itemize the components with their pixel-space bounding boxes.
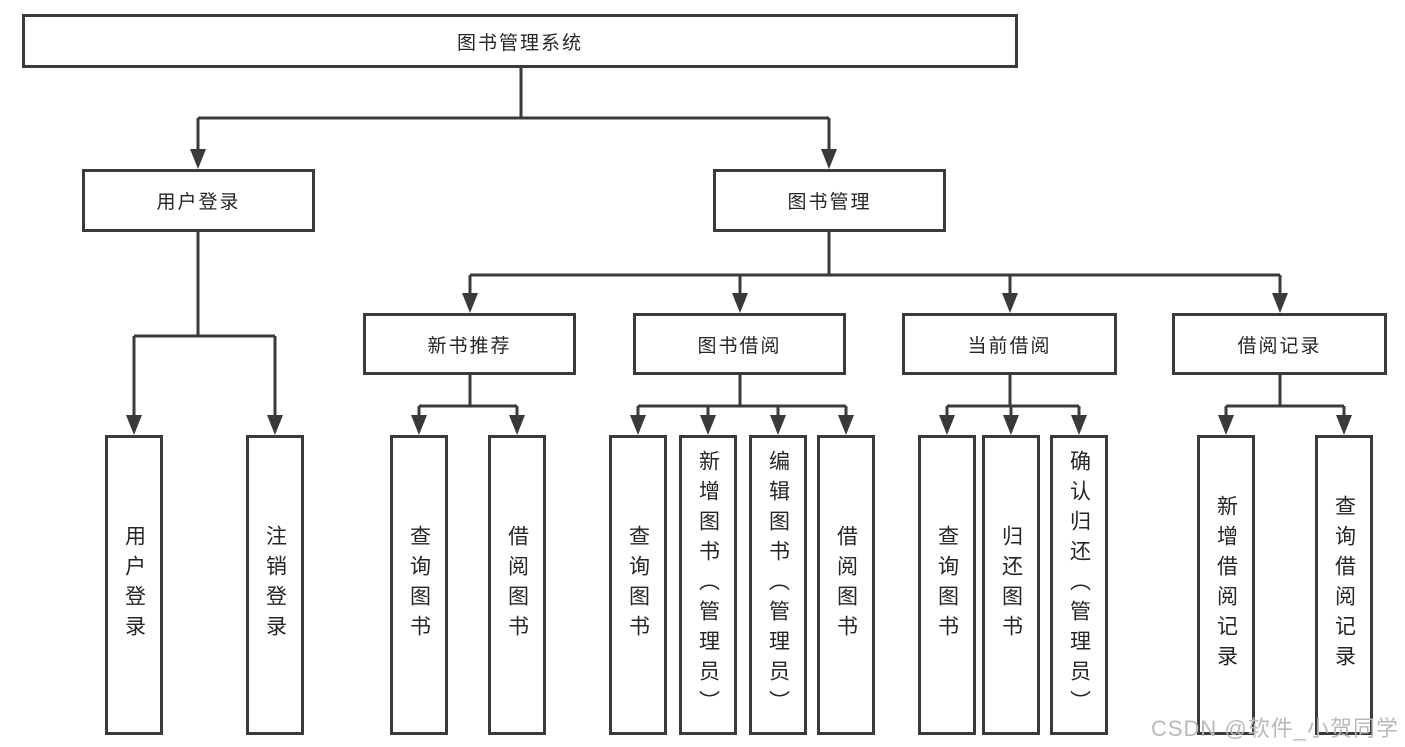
leaf-query-books-current: 查询图书	[918, 435, 976, 735]
node-label: 新增图书（管理员）	[696, 450, 720, 720]
leaf-logout: 注销登录	[246, 435, 304, 735]
node-label: 新增借阅记录	[1214, 495, 1238, 675]
node-book-management: 图书管理	[713, 169, 946, 232]
node-label: 用户登录	[122, 525, 146, 645]
node-label: 借阅记录	[1237, 335, 1322, 357]
node-label: 新书推荐	[427, 335, 512, 357]
node-library-management-system: 图书管理系统	[22, 14, 1018, 68]
node-label: 查询图书	[935, 525, 959, 645]
leaf-borrow-books-borrowing: 借阅图书	[817, 435, 875, 735]
node-label: 当前借阅	[967, 335, 1052, 357]
node-label: 图书借阅	[697, 335, 782, 357]
node-user-login: 用户登录	[82, 169, 315, 232]
leaf-return-books: 归还图书	[982, 435, 1040, 735]
node-label: 归还图书	[999, 525, 1023, 645]
node-label: 查询图书	[407, 525, 431, 645]
leaf-query-borrow-record: 查询借阅记录	[1315, 435, 1373, 735]
node-borrowing-records: 借阅记录	[1172, 313, 1387, 375]
node-label: 借阅图书	[834, 525, 858, 645]
node-current-borrowing: 当前借阅	[902, 313, 1117, 375]
node-book-borrowing: 图书借阅	[633, 313, 846, 375]
node-label: 编辑图书（管理员）	[766, 450, 790, 720]
node-label: 注销登录	[263, 525, 287, 645]
node-label: 借阅图书	[505, 525, 529, 645]
node-label: 用户登录	[156, 192, 241, 213]
csdn-watermark: CSDN @软件_小贺同学	[1150, 716, 1399, 741]
leaf-borrow-books-recommend: 借阅图书	[488, 435, 546, 735]
node-label: 图书管理	[787, 192, 872, 213]
leaf-add-borrow-record: 新增借阅记录	[1197, 435, 1255, 735]
leaf-confirm-return-admin: 确认归还（管理员）	[1050, 435, 1108, 735]
leaf-add-book-admin: 新增图书（管理员）	[679, 435, 737, 735]
leaf-query-books-recommend: 查询图书	[390, 435, 448, 735]
leaf-edit-book-admin: 编辑图书（管理员）	[749, 435, 807, 735]
node-label: 图书管理系统	[456, 32, 583, 54]
leaf-query-books-borrowing: 查询图书	[609, 435, 667, 735]
leaf-user-login: 用户登录	[105, 435, 163, 735]
node-label: 查询借阅记录	[1332, 495, 1356, 675]
node-label: 查询图书	[626, 525, 650, 645]
node-new-book-recommendation: 新书推荐	[363, 313, 576, 375]
node-label: 确认归还（管理员）	[1067, 450, 1091, 720]
